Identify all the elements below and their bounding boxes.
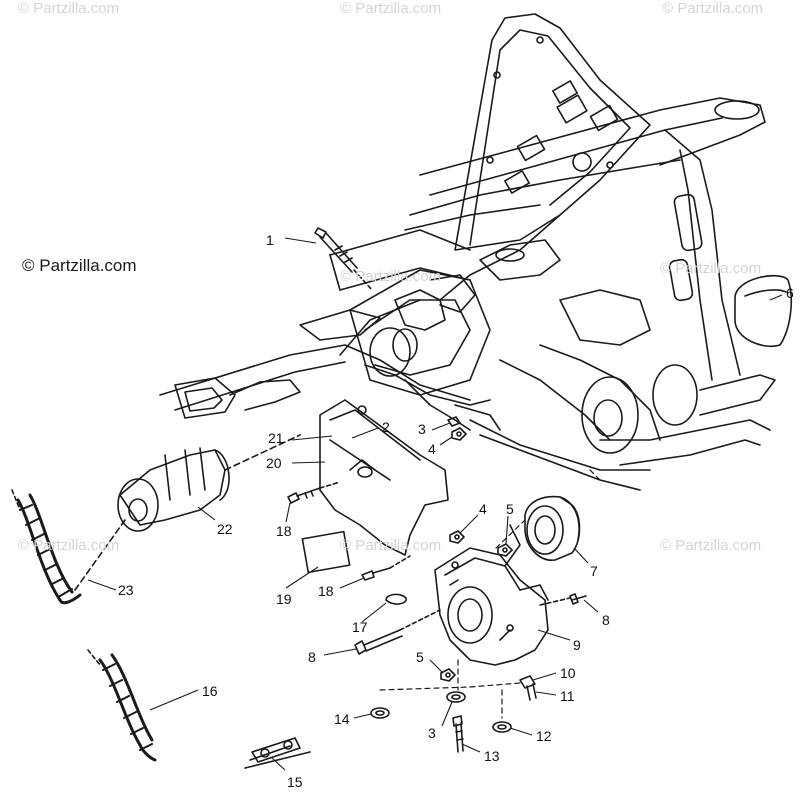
callout-5-upper: 5: [506, 501, 514, 517]
watermark-faint: © Partzilla.com: [662, 0, 764, 17]
nut-part-5-upper: [497, 543, 513, 557]
nut-part-4-upper: [451, 427, 467, 441]
washer-part-12: [492, 721, 512, 733]
callout-13: 13: [484, 748, 500, 764]
bolt-part-1: [314, 227, 373, 291]
callout-15: 15: [287, 774, 303, 790]
callout-17: 17: [352, 619, 368, 635]
callout-14: 14: [334, 711, 350, 727]
screw-part-18-lower: [361, 555, 411, 581]
chain-part-16: [87, 649, 157, 762]
callout-12: 12: [536, 728, 552, 744]
callout-7: 7: [590, 563, 598, 579]
callout-5-lower: 5: [416, 649, 424, 665]
callout-3-lower: 3: [428, 725, 436, 741]
nut-part-4-lower: [449, 530, 465, 544]
callout-16: 16: [202, 683, 218, 699]
washer-part-14: [370, 707, 390, 719]
callout-4-upper: 4: [428, 441, 436, 457]
callout-23: 23: [118, 582, 134, 598]
callout-19: 19: [276, 591, 292, 607]
callout-1: 1: [266, 232, 274, 248]
watermark-main: © Partzilla.com: [22, 256, 137, 275]
callout-3-upper: 3: [418, 421, 426, 437]
drive-chain-part-23: [11, 489, 126, 605]
assembly-lines: [379, 469, 601, 719]
frame-plate: [454, 13, 651, 251]
watermark-faint: © Partzilla.com: [340, 268, 442, 285]
callout-9: 9: [573, 637, 581, 653]
callouts: 1 2 3 4 6 21 20 22 23 18 19 18 4 5 7 8 1…: [118, 232, 794, 790]
heat-shield: [319, 399, 449, 556]
screw-part-18-upper: [287, 481, 341, 504]
washer-part-17: [385, 593, 407, 605]
washer-part-3-lower: [446, 691, 466, 703]
nut-part-3-upper: [447, 416, 461, 427]
frame-rails: [404, 97, 766, 381]
callout-6: 6: [786, 285, 794, 301]
callout-4-lower: 4: [479, 501, 487, 517]
bolt-part-8-long: [354, 609, 441, 655]
callout-21: 21: [268, 430, 284, 446]
callout-22: 22: [217, 521, 233, 537]
callout-18-lower: 18: [318, 583, 334, 599]
bolt-part-13: [452, 715, 464, 753]
screw-part-10-11: [519, 675, 537, 701]
link-part-15: [244, 737, 311, 769]
bolt-part-8-short: [539, 593, 587, 606]
callout-8-left: 8: [308, 649, 316, 665]
nut-part-5-lower: [440, 668, 456, 682]
clutch-drum-part-22: [117, 434, 301, 532]
watermark-faint: © Partzilla.com: [660, 260, 762, 277]
frame-left: [159, 229, 491, 419]
engine-mount: [349, 239, 561, 431]
watermark-faint: © Partzilla.com: [18, 537, 120, 554]
frame-lower: [469, 289, 776, 491]
decal-part-19: [301, 530, 351, 574]
bushing-part-7: [524, 495, 581, 561]
callout-20: 20: [266, 455, 282, 471]
watermark-faint: © Partzilla.com: [18, 0, 120, 17]
watermark-faint: © Partzilla.com: [660, 537, 762, 554]
callout-11: 11: [560, 688, 575, 704]
leader-lines: [87, 237, 783, 771]
cylinder-part-6: [734, 274, 793, 347]
callout-8-right: 8: [602, 612, 610, 628]
watermark-faint: © Partzilla.com: [340, 0, 442, 17]
callout-18-upper: 18: [276, 523, 292, 539]
callout-2: 2: [382, 419, 390, 435]
watermark-faint: © Partzilla.com: [340, 537, 442, 554]
callout-10: 10: [560, 665, 576, 681]
